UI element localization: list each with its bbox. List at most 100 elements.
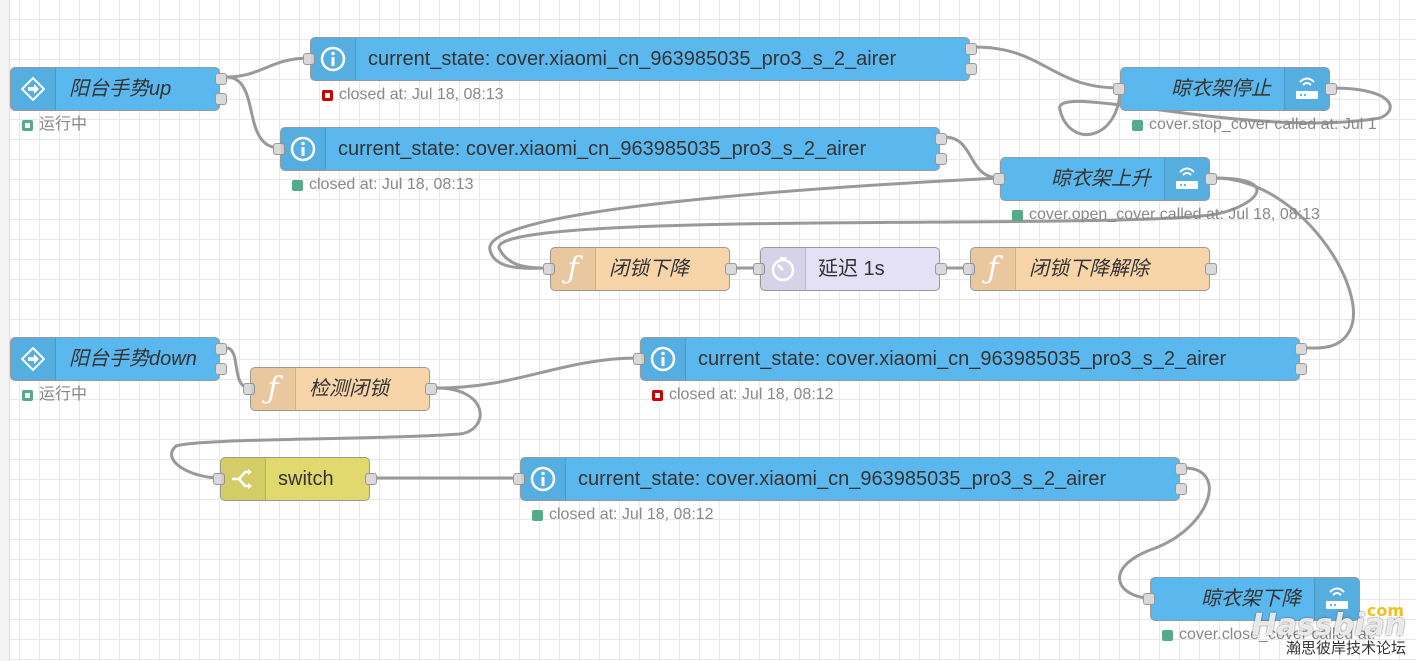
watermark-brand: Hassbian [1251, 608, 1406, 643]
wire[interactable] [1212, 176, 1355, 350]
output-port[interactable] [365, 473, 377, 485]
info-icon [521, 458, 566, 500]
input-port[interactable] [303, 53, 315, 65]
status-text: closed at: Jul 18, 08:13 [309, 176, 474, 193]
lock-down-function-node[interactable]: ƒ 闭锁下降 [543, 247, 737, 291]
delay-node[interactable]: 延迟 1s [753, 247, 947, 291]
palette-edge [0, 0, 10, 661]
input-port[interactable] [1143, 593, 1155, 605]
status-dot-icon [1132, 119, 1143, 131]
wire[interactable] [942, 135, 1002, 180]
node-label: 阳台手势up [69, 78, 172, 100]
watermark-suffix: com [1366, 601, 1404, 620]
output-port[interactable] [725, 263, 737, 275]
info-icon [641, 338, 686, 380]
status-text: cover.close_cover called at: [1179, 626, 1376, 643]
status-ring-icon [22, 389, 33, 401]
node-label: switch [278, 468, 334, 490]
wire[interactable] [224, 346, 252, 390]
status-text: cover.stop_cover called at: Jul 1 [1149, 116, 1377, 133]
output-port[interactable] [215, 73, 227, 85]
watermark: Hassbian com 瀚思彼岸技术论坛 [1251, 601, 1406, 657]
wire[interactable] [170, 386, 482, 480]
function-icon: ƒ [971, 248, 1016, 290]
status-dot-icon [532, 509, 543, 521]
node-label: current_state: cover.xiaomi_cn_963985035… [578, 468, 1107, 490]
output-port[interactable] [935, 263, 947, 275]
output-port[interactable] [1175, 483, 1187, 495]
node-label: 晾衣架停止 [1171, 78, 1271, 100]
status-ring-icon [22, 119, 33, 131]
wire[interactable] [224, 56, 312, 79]
node-status: closed at: Jul 18, 08:12 [652, 385, 834, 405]
node-label: 检测闭锁 [309, 378, 389, 400]
output-port[interactable] [215, 93, 227, 105]
wire[interactable] [497, 176, 1259, 270]
airer-stop-node[interactable]: 晾衣架停止 [1113, 67, 1337, 111]
status-text: closed at: Jul 18, 08:12 [549, 506, 714, 523]
output-port[interactable] [1295, 343, 1307, 355]
gesture-down-node[interactable]: 阳台手势down [10, 337, 227, 381]
input-port[interactable] [243, 383, 255, 395]
output-port[interactable] [965, 43, 977, 55]
status-text: closed at: Jul 18, 08:13 [339, 86, 504, 103]
status-dot-icon [1162, 629, 1173, 641]
airer-down-node[interactable]: 晾衣架下降 [1143, 577, 1360, 621]
output-port[interactable] [1295, 363, 1307, 375]
current-state-node[interactable]: current_state: cover.xiaomi_cn_963985035… [303, 37, 977, 81]
check-lock-function-node[interactable]: ƒ 检测闭锁 [243, 367, 437, 411]
output-port[interactable] [1205, 173, 1217, 185]
input-port[interactable] [213, 473, 225, 485]
wire[interactable] [434, 356, 642, 390]
lock-down-release-function-node[interactable]: ƒ 闭锁下降解除 [963, 247, 1217, 291]
output-port[interactable] [425, 383, 437, 395]
current-state-node[interactable]: current_state: cover.xiaomi_cn_963985035… [513, 457, 1187, 501]
info-icon [281, 128, 326, 170]
input-port[interactable] [993, 173, 1005, 185]
wire[interactable] [972, 45, 1122, 90]
status-dot-icon [1012, 209, 1023, 221]
output-port[interactable] [965, 63, 977, 75]
input-port[interactable] [963, 263, 975, 275]
output-port[interactable] [1325, 83, 1337, 95]
output-port[interactable] [1175, 463, 1187, 475]
input-port[interactable] [543, 263, 555, 275]
switch-node[interactable]: switch [213, 457, 377, 501]
watermark-subtitle: 瀚思彼岸技术论坛 [1285, 640, 1406, 657]
info-icon [311, 38, 356, 80]
node-label: current_state: cover.xiaomi_cn_963985035… [338, 138, 867, 160]
current-state-node[interactable]: current_state: cover.xiaomi_cn_963985035… [633, 337, 1307, 381]
wire[interactable] [1118, 466, 1211, 600]
output-port[interactable] [215, 343, 227, 355]
node-label: 晾衣架上升 [1051, 168, 1151, 190]
node-status: closed at: Jul 18, 08:12 [532, 505, 714, 525]
router-icon [1284, 68, 1329, 110]
input-port[interactable] [753, 263, 765, 275]
node-status: closed at: Jul 18, 08:13 [292, 175, 474, 195]
output-port[interactable] [935, 153, 947, 165]
status-ring-icon [322, 89, 333, 101]
wire[interactable] [224, 75, 282, 150]
airer-up-node[interactable]: 晾衣架上升 [993, 157, 1217, 201]
output-port[interactable] [935, 133, 947, 145]
input-port[interactable] [273, 143, 285, 155]
node-label: 闭锁下降解除 [1029, 258, 1149, 280]
output-port[interactable] [215, 363, 227, 375]
gesture-up-node[interactable]: 阳台手势up [10, 67, 227, 111]
wire[interactable] [488, 176, 1002, 270]
status-text: 运行中 [39, 116, 88, 133]
node-label: current_state: cover.xiaomi_cn_963985035… [368, 48, 897, 70]
router-icon [1314, 578, 1359, 620]
input-port[interactable] [513, 473, 525, 485]
status-text: cover.open_cover called at: Jul 18, 08:1… [1029, 206, 1320, 223]
node-status: cover.stop_cover called at: Jul 1 [1132, 115, 1377, 135]
node-label: 阳台手势down [69, 348, 197, 370]
status-ring-icon [652, 389, 663, 401]
input-port[interactable] [1113, 83, 1125, 95]
current-state-node[interactable]: current_state: cover.xiaomi_cn_963985035… [273, 127, 947, 171]
output-port[interactable] [1205, 263, 1217, 275]
input-port[interactable] [633, 353, 645, 365]
node-label: current_state: cover.xiaomi_cn_963985035… [698, 348, 1227, 370]
router-icon [1164, 158, 1209, 200]
